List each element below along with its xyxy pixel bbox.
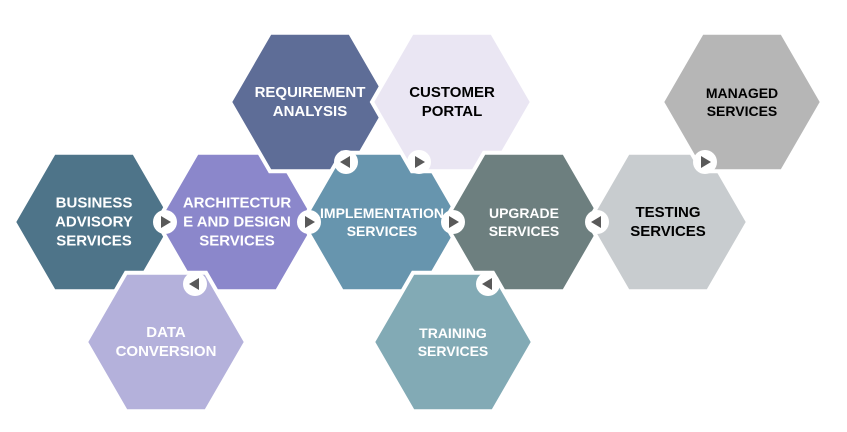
hexagon-label-testing-line-2: SERVICES <box>630 223 706 240</box>
connector-data-conversion-to-architecture <box>183 272 207 296</box>
hexagon-customer-portal: CUSTOMER PORTAL <box>369 30 535 174</box>
hexagon-shape-customer-portal <box>369 30 535 174</box>
hexagon-label-architecture-design-line-3: SERVICES <box>199 233 275 250</box>
arrow-right-icon <box>701 156 711 168</box>
connector-architecture-to-implementation <box>297 210 321 234</box>
hexagon-shape-upgrade <box>441 150 607 294</box>
connector-testing-to-upgrade <box>585 210 609 234</box>
hexagon-label-implementation-line-1: IMPLEMENTATION <box>320 205 444 221</box>
arrow-right-icon <box>449 216 459 228</box>
hexagon-label-upgrade-line-2: SERVICES <box>489 223 560 239</box>
hexagon-label-requirement-analysis-line-2: ANALYSIS <box>273 103 347 120</box>
hexagon-label-upgrade-line-1: UPGRADE <box>489 205 559 221</box>
connector-implementation-to-requirement <box>334 150 358 174</box>
arrow-left-icon <box>482 278 492 290</box>
hexagon-shape-data-conversion <box>83 270 249 414</box>
hexagon-label-training-line-2: SERVICES <box>418 343 489 359</box>
hexagon-testing: TESTING SERVICES <box>585 150 751 294</box>
hexagon-label-architecture-design-line-2: E AND DESIGN <box>183 214 291 231</box>
hexagon-label-customer-portal-line-2: PORTAL <box>422 103 483 120</box>
connector-implementation-to-upgrade <box>441 210 465 234</box>
hexagon-label-data-conversion-line-1: DATA <box>146 324 186 341</box>
hexagon-business-advisory: BUSINESS ADVISORY SERVICES <box>11 150 177 294</box>
connector-business-to-architecture <box>153 210 177 234</box>
hexagon-label-architecture-design-line-1: ARCHITECTUR <box>183 195 291 212</box>
hexagon-shape-managed <box>659 30 825 174</box>
hexagon-label-managed-line-1: MANAGED <box>706 85 778 101</box>
hexagon-label-customer-portal-line-1: CUSTOMER <box>409 84 495 101</box>
hexagon-shape-implementation <box>299 150 465 294</box>
arrow-right-icon <box>415 156 425 168</box>
arrow-left-icon <box>189 278 199 290</box>
hexagon-label-implementation-line-2: SERVICES <box>347 223 418 239</box>
hexagon-shape-requirement-analysis <box>227 30 393 174</box>
arrow-left-icon <box>591 216 601 228</box>
hexagon-requirement-analysis: REQUIREMENT ANALYSIS <box>227 30 393 174</box>
hexagon-label-business-advisory-line-1: BUSINESS <box>56 195 133 212</box>
hexagon-shape-testing <box>585 150 751 294</box>
connector-testing-to-managed <box>693 150 717 174</box>
hexagon-label-training-line-1: TRAINING <box>419 325 487 341</box>
hexagon-managed: MANAGED SERVICES <box>659 30 825 174</box>
hexagon-upgrade: UPGRADE SERVICES <box>441 150 607 294</box>
hexagon-label-data-conversion-line-2: CONVERSION <box>116 343 217 360</box>
hexagon-label-business-advisory-line-2: ADVISORY <box>55 214 133 231</box>
hexagon-label-testing-line-1: TESTING <box>635 204 700 221</box>
connector-implementation-to-customer-portal <box>407 150 431 174</box>
hexagon-data-conversion: DATA CONVERSION <box>83 270 249 414</box>
hexagon-shape-training <box>370 270 536 414</box>
hexagon-label-managed-line-2: SERVICES <box>707 103 778 119</box>
hexagon-label-requirement-analysis-line-1: REQUIREMENT <box>255 84 366 101</box>
arrow-left-icon <box>340 156 350 168</box>
hexagon-training: TRAINING SERVICES <box>370 270 536 414</box>
hexagon-implementation: IMPLEMENTATION SERVICES <box>299 150 465 294</box>
connector-upgrade-to-training <box>476 272 500 296</box>
arrow-right-icon <box>161 216 171 228</box>
hexagon-architecture-design: ARCHITECTUR E AND DESIGN SERVICES <box>154 150 320 294</box>
arrow-right-icon <box>305 216 315 228</box>
hexagon-label-business-advisory-line-3: SERVICES <box>56 233 132 250</box>
